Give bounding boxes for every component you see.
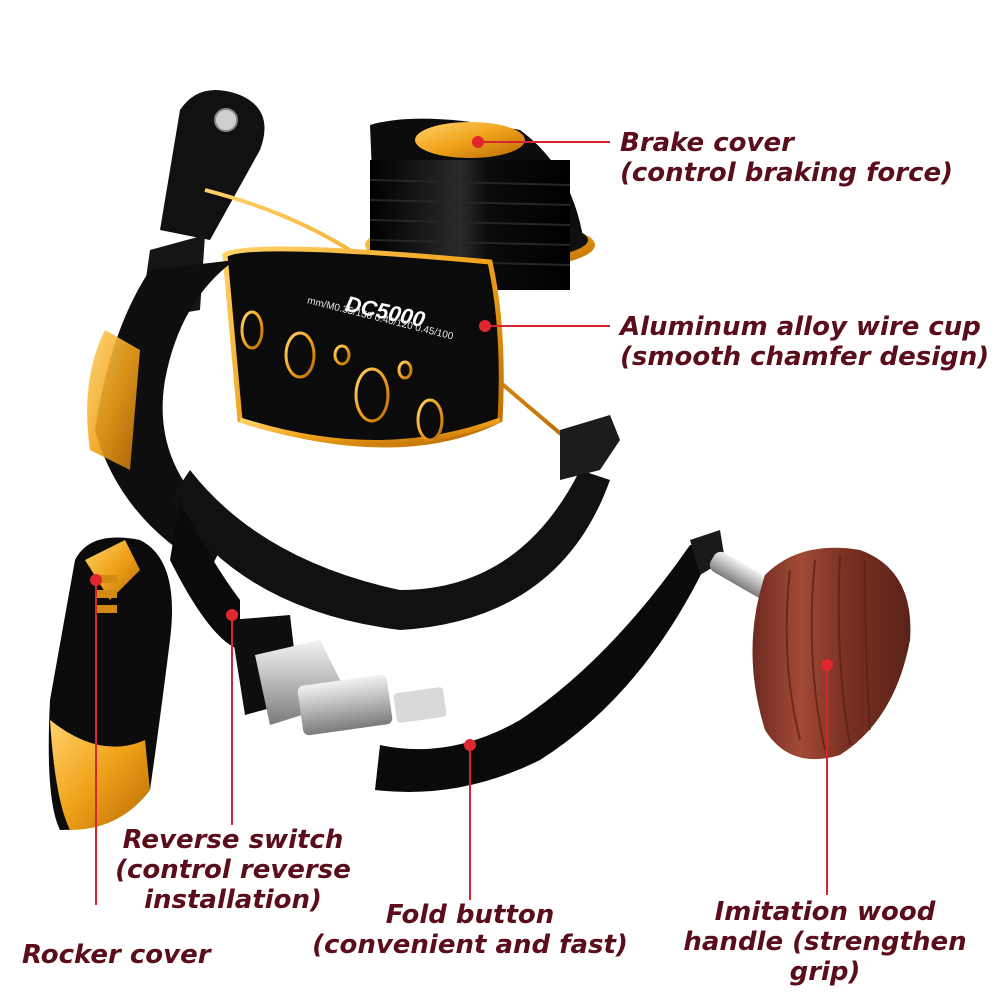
reel-body (87, 260, 620, 650)
callout-brake-cover-title: Brake cover (620, 128, 794, 158)
dot-fold-button (464, 739, 476, 751)
callout-wood-handle-title: Imitation wood (714, 897, 936, 927)
shaft-assembly (230, 615, 447, 736)
callout-wood-handle-desc1: handle (strengthen (683, 927, 967, 957)
wood-handle (752, 547, 911, 760)
callout-pointers (90, 136, 833, 905)
callout-wire-cup: Aluminum alloy wire cup (smooth chamfer … (620, 312, 989, 372)
callout-reverse-switch-title: Reverse switch (122, 825, 344, 855)
crank-arm (375, 530, 811, 792)
callout-wire-cup-title: Aluminum alloy wire cup (620, 312, 981, 342)
callout-fold-button: Fold button (convenient and fast) (310, 900, 630, 960)
callout-reverse-switch: Reverse switch (control reverse installa… (108, 825, 358, 915)
callout-rocker-cover: Rocker cover (22, 940, 211, 970)
dot-reverse-switch (226, 609, 238, 621)
dot-wood-handle (821, 659, 833, 671)
callout-wire-cup-desc: (smooth chamfer design) (620, 342, 990, 372)
callout-reverse-switch-desc2: installation) (144, 885, 322, 915)
callout-brake-cover-desc: (control braking force) (620, 158, 954, 188)
callout-brake-cover: Brake cover (control braking force) (620, 128, 953, 188)
callout-wood-handle-desc2: grip) (789, 957, 861, 987)
callout-rocker-cover-title: Rocker cover (22, 940, 211, 970)
screw-icon (214, 108, 238, 132)
callout-fold-button-title: Fold button (385, 900, 555, 930)
callout-wood-handle: Imitation wood handle (strengthen grip) (670, 897, 980, 987)
rocker-cover (48, 537, 172, 830)
dot-wire-cup (479, 320, 491, 332)
wire-cup: DC5000 mm/M0.35/150 0.40/120 0.45/100 (222, 246, 504, 448)
dot-rocker-cover (90, 574, 102, 586)
dot-brake-cover (472, 136, 484, 148)
callout-reverse-switch-desc1: (control reverse (115, 855, 351, 885)
callout-fold-button-desc: (convenient and fast) (312, 930, 628, 960)
